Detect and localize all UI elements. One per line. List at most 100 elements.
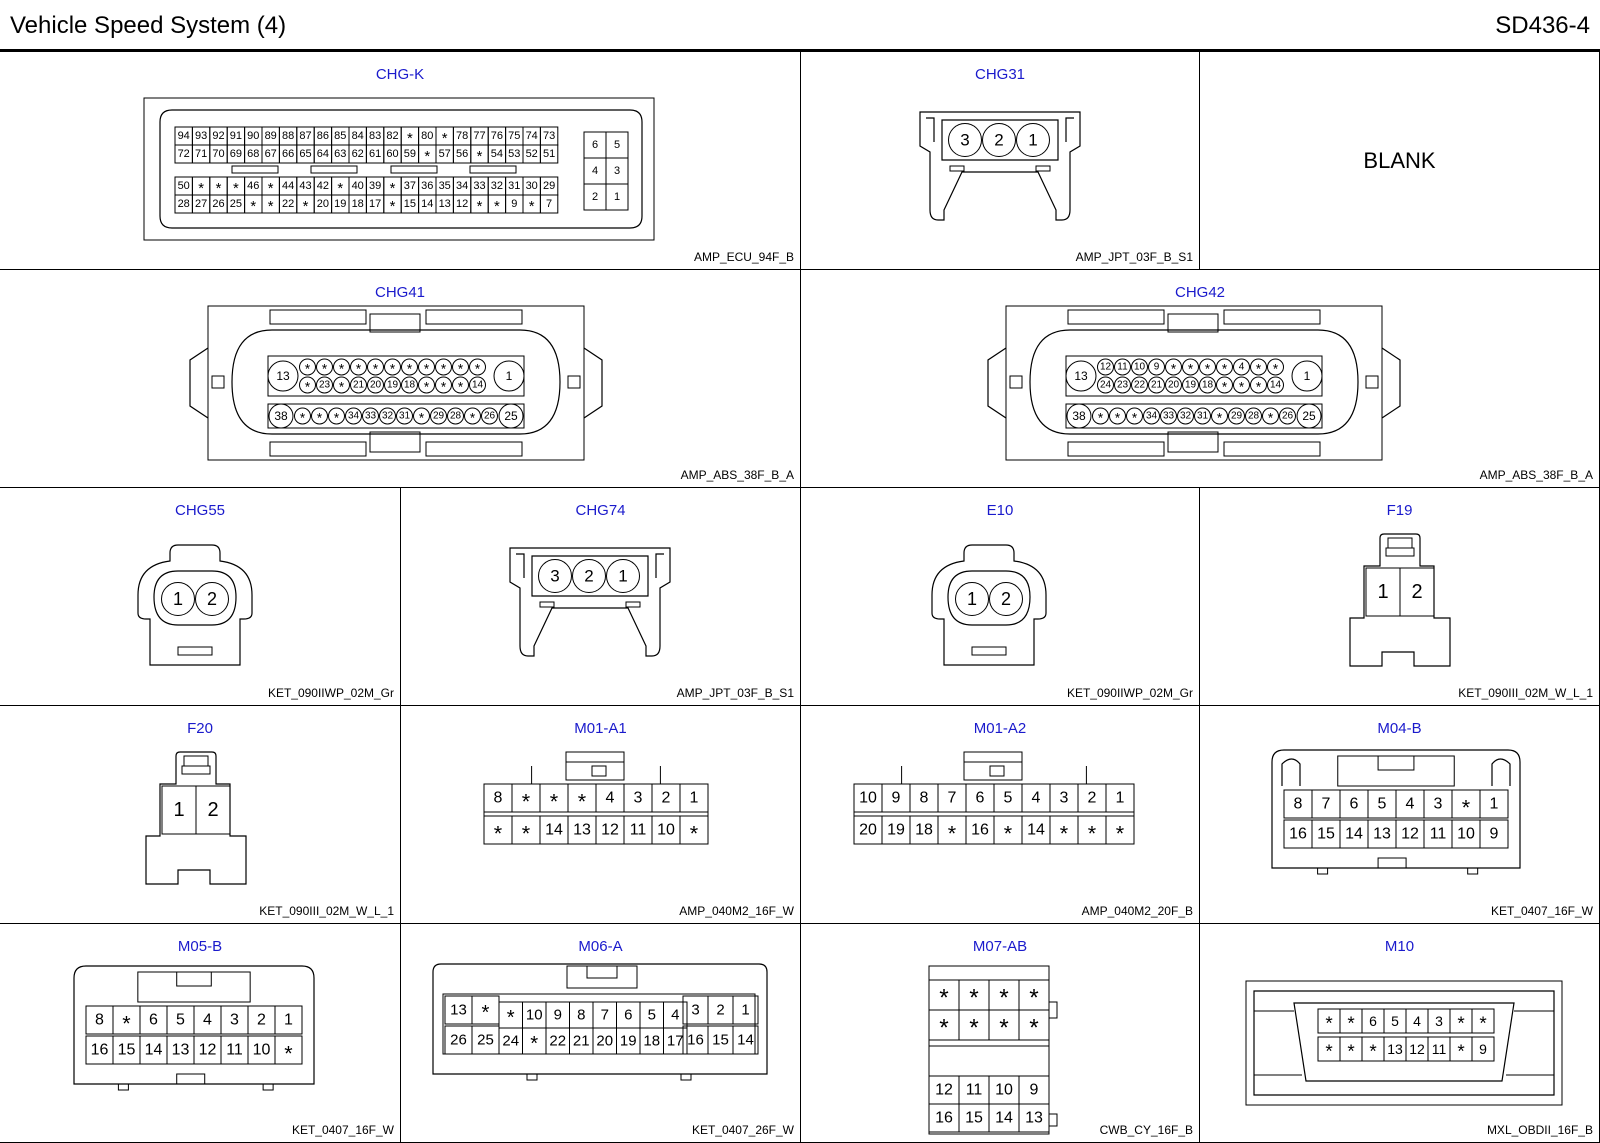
housing-outline [207, 305, 585, 461]
housing-outline [931, 544, 1047, 666]
pin-label: 1 [173, 589, 183, 609]
pin-label: 72 [178, 148, 190, 160]
housing-outline [1048, 1001, 1058, 1019]
housing-outline [1035, 165, 1051, 172]
housing-outline [1479, 789, 1509, 819]
housing-outline [267, 403, 525, 429]
housing-outline [949, 165, 965, 172]
pin-label: 22 [1134, 380, 1146, 391]
pin-label: 11 [630, 822, 647, 839]
pin-label: * [1088, 821, 1097, 846]
pin-label: 30 [526, 180, 538, 192]
connector-name: M01-A1 [574, 720, 627, 737]
pin-circle [396, 407, 413, 425]
pin-circle [379, 407, 396, 425]
pin-label: 2 [716, 1002, 724, 1019]
housing-outline [1018, 1009, 1050, 1041]
pin-label: 15 [712, 1032, 729, 1049]
pin-label: 12 [199, 1042, 217, 1059]
pin-circle [1267, 376, 1284, 394]
housing-outline [539, 194, 559, 214]
pin-label: 60 [386, 148, 398, 160]
pin-label: 4 [592, 165, 598, 177]
pin-circle [430, 407, 447, 425]
housing-outline [195, 785, 231, 835]
pin-label: 3 [960, 131, 969, 150]
pin-circle [384, 358, 401, 376]
pin-label: 83 [369, 130, 381, 142]
pin-label: 19 [887, 822, 905, 839]
pin-label: 20 [317, 198, 329, 210]
pin-label: 14 [1345, 826, 1363, 843]
pin-circle [447, 407, 464, 425]
pin-label: * [1132, 411, 1138, 426]
pin-label: 23 [1117, 380, 1129, 391]
pin-label: * [1462, 795, 1471, 820]
pin-label: 35 [439, 180, 451, 192]
pin-label: * [482, 1002, 490, 1024]
pin-circle [384, 376, 401, 394]
pin-label: * [1060, 821, 1069, 846]
pin-circle [367, 376, 384, 394]
pin-label: 26 [450, 1032, 467, 1049]
pin-label: 7 [1322, 796, 1331, 813]
housing-outline [663, 1027, 688, 1055]
pin-label: * [1479, 1014, 1487, 1035]
pin-label: 89 [265, 130, 277, 142]
pin-circle [1097, 376, 1114, 394]
pin-label: * [317, 411, 323, 426]
housing-outline [177, 646, 213, 656]
pin-circle [362, 407, 379, 425]
pin-label: 14 [145, 1042, 163, 1059]
housing-outline [1387, 537, 1413, 549]
pin-label: 13 [573, 822, 591, 839]
pin-label: * [390, 181, 396, 197]
pin-label: * [529, 199, 535, 215]
housing-outline [117, 1083, 129, 1091]
pin-label: 1 [614, 191, 620, 203]
pin-label: 59 [404, 148, 416, 160]
pin-label: 28 [450, 411, 462, 422]
housing-outline [1065, 403, 1323, 429]
pin-label: 6 [149, 1012, 158, 1029]
pin-label: 17 [667, 1033, 684, 1050]
housing-outline [1167, 431, 1219, 453]
pin-label: 34 [1146, 411, 1158, 422]
pin-label: 20 [596, 1033, 613, 1050]
pin-label: 8 [1294, 796, 1303, 813]
pin-label: 16 [687, 1032, 704, 1049]
pin-circle [1211, 407, 1228, 425]
pin-circle [345, 407, 362, 425]
pin-label: 9 [892, 790, 901, 807]
connector-type: AMP_040M2_16F_W [679, 904, 794, 918]
pin-label: 12 [601, 822, 619, 839]
housing-outline [1005, 305, 1383, 461]
pin-label: 13 [1387, 1041, 1403, 1057]
blank-cell: BLANK [1200, 52, 1600, 270]
connector-type: AMP_ABS_38F_B_A [1479, 468, 1593, 482]
connector-name: CHG31 [974, 66, 1026, 83]
pin-label: 3 [550, 567, 559, 586]
pin-circle [311, 407, 328, 425]
pin-label: 1 [506, 369, 513, 383]
pin-label: 16 [935, 1110, 953, 1127]
pin-circle [1250, 358, 1267, 376]
connector-type: KET_090III_02M_W_L_1 [1458, 686, 1593, 700]
pin-label: 2 [994, 131, 1003, 150]
pin-circle [1066, 403, 1092, 429]
pin-label: * [494, 199, 500, 215]
pin-label: 2 [1001, 589, 1011, 609]
pin-circle [333, 376, 350, 394]
pin-label: 14 [1027, 822, 1045, 839]
pin-label: 15 [118, 1042, 136, 1059]
